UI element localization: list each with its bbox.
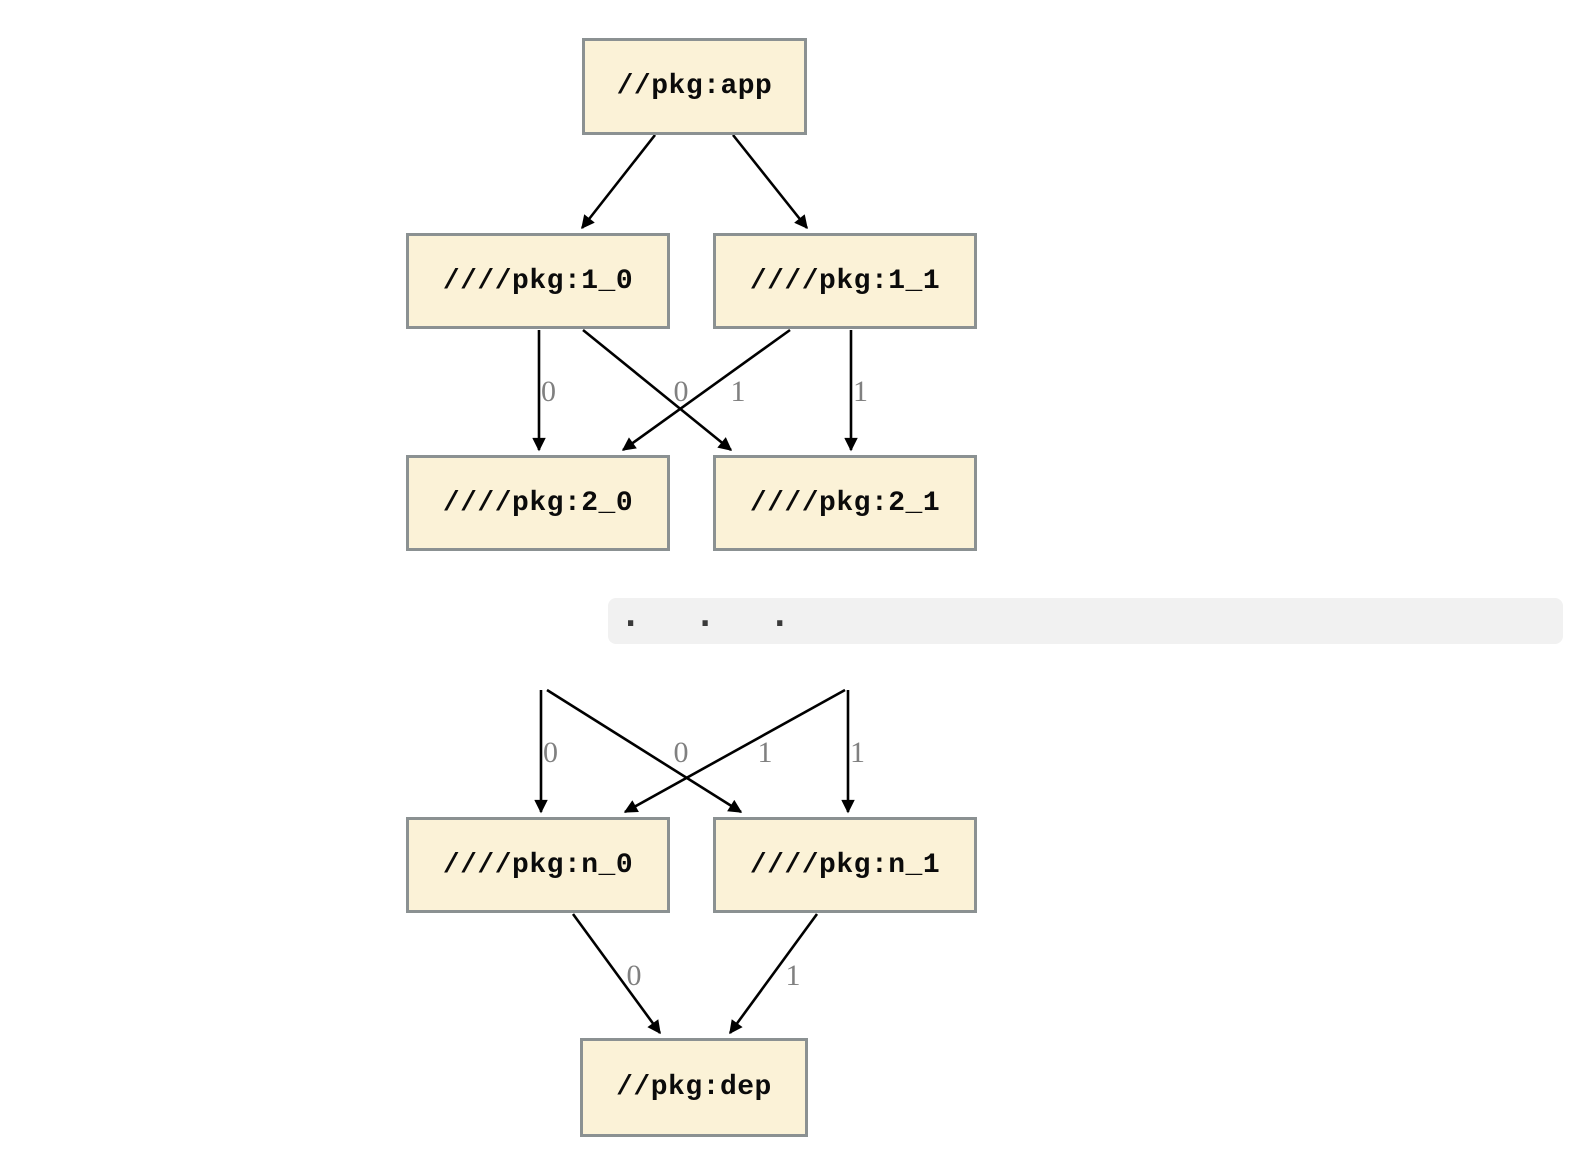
node-pkg-2_0-label: ////pkg:2_0 xyxy=(442,487,634,519)
edge-prev-to-n_1-cross xyxy=(546,688,743,814)
ellipsis-dots: . . . xyxy=(621,596,808,634)
node-pkg-2_1: ////pkg:2_1 xyxy=(713,455,977,551)
edge-label-n_1-dep: 1 xyxy=(786,959,801,992)
node-pkg-dep-label: //pkg:dep xyxy=(616,1072,772,1103)
edge-label-1_0-2_1: 1 xyxy=(731,375,746,408)
omitted-levels-bar: . . . xyxy=(608,598,1563,644)
edge-n_1-to-dep xyxy=(728,913,819,1035)
node-pkg-n_0-label: ////pkg:n_0 xyxy=(442,849,634,881)
node-pkg-1_1: ////pkg:1_1 xyxy=(713,233,977,329)
node-pkg-n_0: ////pkg:n_0 xyxy=(406,817,670,913)
edge-app-to-1_1 xyxy=(731,134,809,230)
node-pkg-1_1-label: ////pkg:1_1 xyxy=(749,265,941,297)
edge-label-prev-n_0-cross: 0 xyxy=(674,736,689,769)
node-pkg-2_0: ////pkg:2_0 xyxy=(406,455,670,551)
edge-label-n_0-dep: 0 xyxy=(627,959,642,992)
edge-1_1-to-2_0 xyxy=(621,328,791,452)
edge-label-prev-n_1-cross: 1 xyxy=(758,736,773,769)
edge-app-to-1_0 xyxy=(580,134,657,230)
node-pkg-app-label: //pkg:app xyxy=(616,71,773,102)
node-pkg-dep: //pkg:dep xyxy=(580,1038,808,1137)
node-pkg-2_1-label: ////pkg:2_1 xyxy=(749,487,941,519)
edge-prev-to-n_0-cross xyxy=(623,688,846,814)
edge-n_0-to-dep xyxy=(571,913,662,1035)
node-pkg-n_1-label: ////pkg:n_1 xyxy=(749,849,941,881)
edge-label-1_1-2_0: 0 xyxy=(674,375,689,408)
node-pkg-n_1: ////pkg:n_1 xyxy=(713,817,977,913)
edge-label-1_1-2_1: 1 xyxy=(853,375,868,408)
edge-label-1_0-2_0: 0 xyxy=(541,375,556,408)
edge-1_0-to-2_1 xyxy=(582,328,733,452)
edge-label-prev-n_1-straight: 1 xyxy=(850,736,865,769)
edge-label-prev-n_0-straight: 0 xyxy=(543,736,558,769)
node-pkg-1_0: ////pkg:1_0 xyxy=(406,233,670,329)
node-pkg-1_0-label: ////pkg:1_0 xyxy=(442,265,634,297)
node-pkg-app: //pkg:app xyxy=(582,38,807,135)
